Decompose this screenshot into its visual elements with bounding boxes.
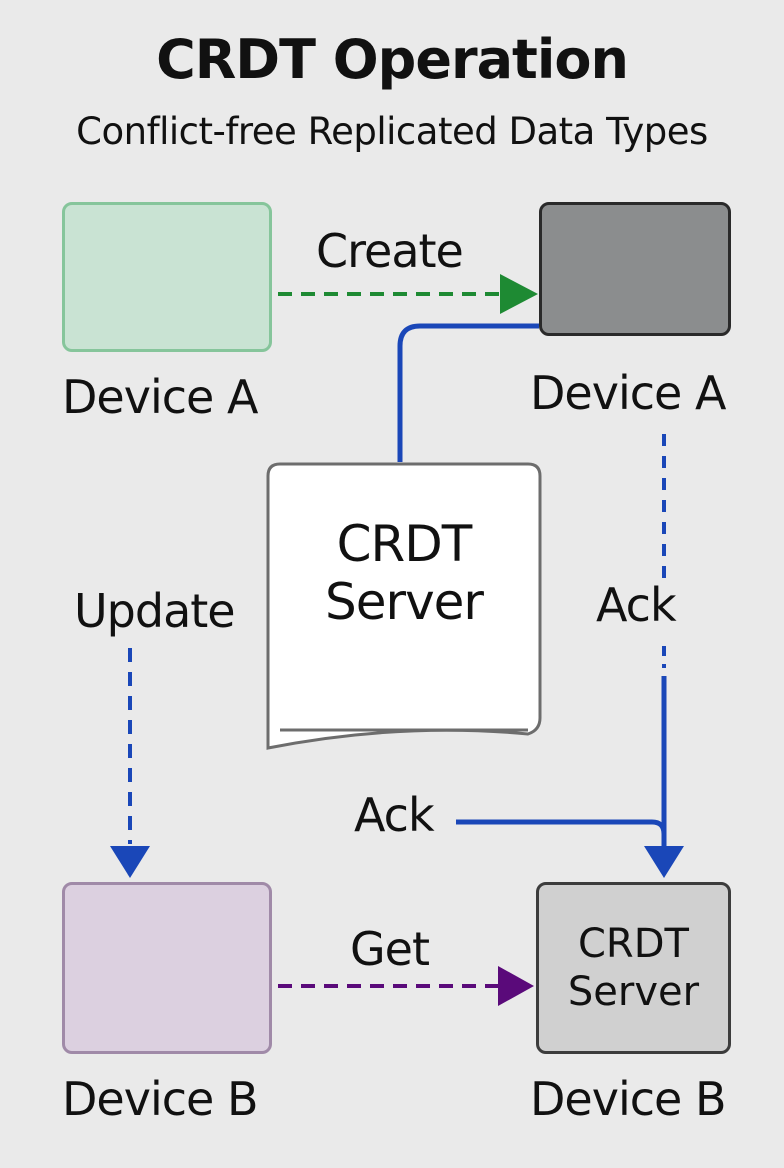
get-arrow-head (498, 966, 534, 1006)
crdt-server-center-line2: Server (325, 573, 484, 631)
crdt-server-box-line1: CRDT (578, 921, 689, 967)
device-b-right-label: Device B (530, 1072, 726, 1126)
device-a-right-label: Device A (530, 366, 726, 420)
diagram-title: CRDT Operation (156, 28, 629, 91)
diagram-subtitle: Conflict-free Replicated Data Types (76, 110, 708, 153)
ack-arrow-head (644, 846, 684, 878)
device-a-left-label: Device A (62, 370, 258, 424)
ack-lower-edge-label: Ack (354, 788, 435, 842)
device-a-right-box (539, 202, 731, 336)
device-a-left-box (62, 202, 272, 352)
crdt-server-center-line1: CRDT (336, 515, 473, 573)
get-edge-label: Get (350, 922, 430, 976)
device-b-left-label: Device B (62, 1072, 258, 1126)
device-b-left-box (62, 882, 272, 1054)
create-arrow-head (500, 274, 538, 314)
crdt-server-box-line2: Server (567, 969, 700, 1015)
create-edge-label: Create (316, 224, 464, 278)
update-edge-label: Update (74, 584, 236, 638)
ack-upper-edge-label: Ack (596, 578, 677, 632)
update-arrow-head (110, 846, 150, 878)
crdt-server-box: CRDT Server (536, 882, 731, 1054)
server-to-device-a-connector (397, 323, 539, 462)
ack-lower-connector (456, 819, 667, 835)
crdt-server-center-label: CRDT Server (268, 515, 540, 631)
